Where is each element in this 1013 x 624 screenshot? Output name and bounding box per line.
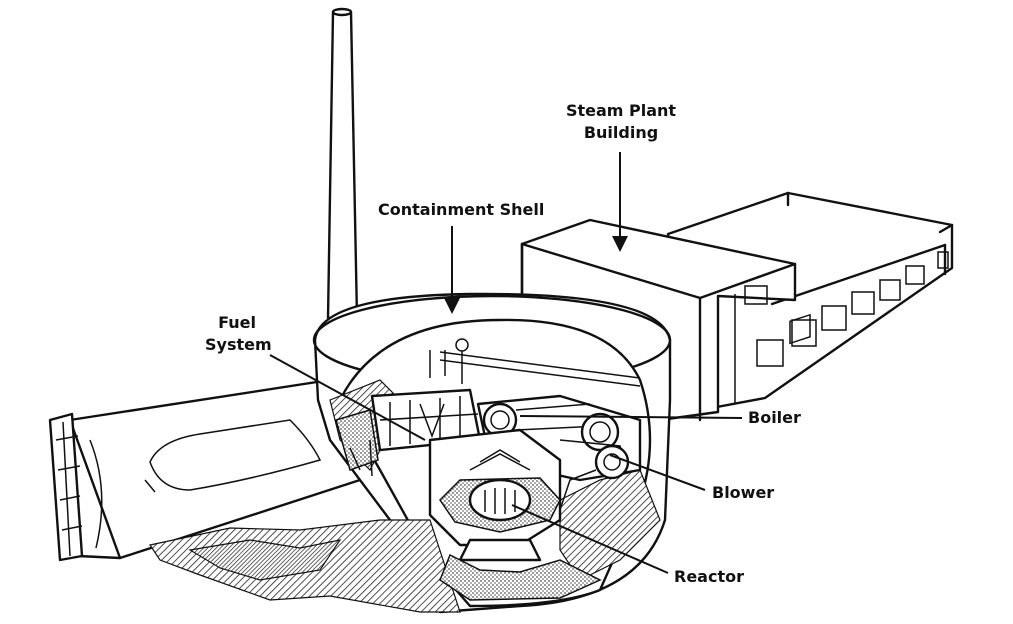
fuel-system-label: Fuel System xyxy=(205,312,272,356)
blower-machinery xyxy=(559,444,630,511)
steam-plant-label-line2: Building xyxy=(583,123,659,142)
blower-label: Blower xyxy=(712,483,775,502)
steam-plant-label: Steam Plant Building xyxy=(560,100,682,144)
fuel-system-label-line2: System xyxy=(205,335,272,354)
air-intake-duct xyxy=(48,378,362,562)
reactor-vessel xyxy=(428,428,602,601)
steam-plant-label-line1: Steam Plant xyxy=(565,101,677,120)
smoke-stack xyxy=(326,7,359,320)
reactor-leader xyxy=(511,504,669,574)
reactor-label: Reactor xyxy=(674,567,744,586)
fuel-system-machinery xyxy=(335,388,482,477)
label-leader-lines xyxy=(269,152,743,574)
boiler-leader xyxy=(519,415,743,419)
fuel-system-leader xyxy=(269,354,426,441)
boiler-label: Boiler xyxy=(748,408,801,427)
fuel-system-label-line1: Fuel xyxy=(218,313,256,332)
containment-shell-label: Containment Shell xyxy=(378,200,545,219)
steam-plant-building-drawing xyxy=(520,191,954,422)
blower-leader xyxy=(609,454,706,491)
